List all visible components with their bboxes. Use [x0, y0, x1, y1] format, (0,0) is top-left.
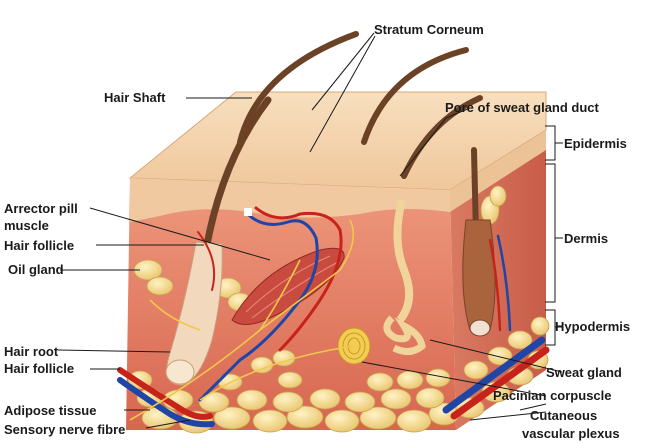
label-arrector-pili-muscle: muscle: [4, 218, 49, 233]
label-adipose-tissue: Adipose tissue: [4, 403, 96, 418]
label-stratum-corneum: Stratum Corneum: [374, 22, 484, 37]
label-hypodermis: Hypodermis: [555, 319, 630, 334]
label-sweat-gland: Sweat gland: [546, 365, 622, 380]
label-epidermis: Epidermis: [564, 136, 627, 151]
label-oil-gland: Oil gland: [8, 262, 64, 277]
label-hair-follicle-upper: Hair follicle: [4, 238, 74, 253]
label-arrector-pili: Arrector pill: [4, 201, 78, 216]
label-pacinian-corpuscle: Pacinian corpuscle: [493, 388, 612, 403]
label-sensory-nerve: Sensory nerve fibre: [4, 422, 125, 437]
label-vascular-plexus: vascular plexus: [522, 426, 620, 441]
label-hair-shaft: Hair Shaft: [104, 90, 165, 105]
hair-bulb-left: [166, 360, 194, 384]
label-dermis: Dermis: [564, 231, 608, 246]
label-hair-root: Hair root: [4, 344, 58, 359]
label-hair-follicle-lower: Hair follicle: [4, 361, 74, 376]
hair-bulb-side: [470, 320, 490, 336]
hair-follicle-side: [463, 220, 495, 335]
label-pore-sweat-duct: Pore of sweat gland duct: [445, 100, 599, 115]
label-cutaneous: Cutaneous: [530, 408, 597, 423]
